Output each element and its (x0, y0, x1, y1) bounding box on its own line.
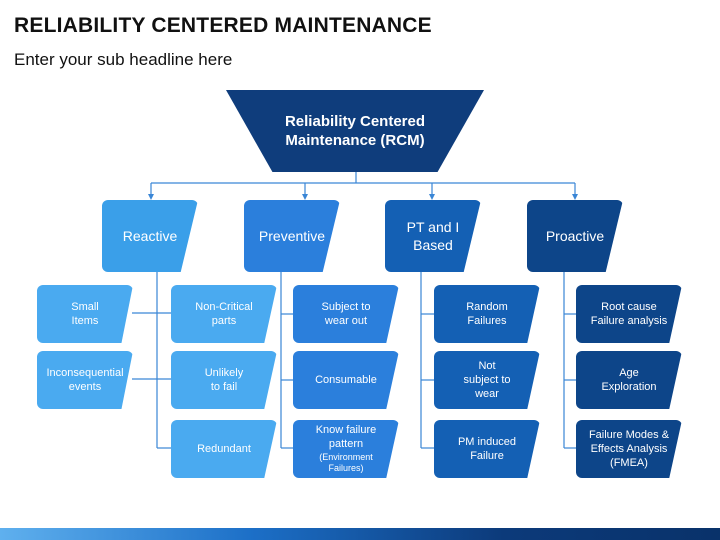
leaf-redundant: Redundant (171, 420, 277, 478)
leaf-know-failure-pattern-label: Know failure pattern (315, 424, 377, 451)
root-node: Reliability Centered Maintenance (RCM) (226, 90, 484, 172)
leaf-unlikely-to-fail: Unlikely to fail (171, 351, 277, 409)
slide-subtitle: Enter your sub headline here (14, 50, 233, 69)
arrowhead-pt-based (429, 194, 435, 200)
leaf-know-failure-pattern: Know failure pattern (Environment Failur… (293, 420, 399, 478)
leaf-age-exploration: Age Exploration (576, 351, 682, 409)
leaf-non-critical-parts: Non-Critical parts (171, 285, 277, 343)
leaf-not-subject-to-wear: Not subject to wear (434, 351, 540, 409)
leaf-fmea: Failure Modes & Effects Analysis (FMEA) (576, 420, 682, 478)
category-proactive: Proactive (527, 200, 623, 272)
leaf-root-cause-failure-analysis: Root cause Failure analysis (576, 285, 682, 343)
category-pt-based: PT and I Based (385, 200, 481, 272)
leaf-pm-induced-failure: PM induced Failure (434, 420, 540, 478)
leaf-subject-to-wear-out: Subject to wear out (293, 285, 399, 343)
leaf-know-failure-pattern-note: (Environment Failures) (319, 451, 373, 474)
leaf-small-items: Small Items (37, 285, 133, 343)
leaf-consumable: Consumable (293, 351, 399, 409)
category-reactive: Reactive (102, 200, 198, 272)
arrowhead-preventive (302, 194, 308, 200)
slide-title: RELIABILITY CENTERED MAINTENANCE (14, 14, 432, 37)
arrowhead-proactive (572, 194, 578, 200)
leaf-inconsequential-events: Inconsequential events (37, 351, 133, 409)
category-preventive: Preventive (244, 200, 340, 272)
arrowhead-reactive (148, 194, 154, 200)
bottom-decorative-band (0, 528, 720, 540)
leaf-random-failures: Random Failures (434, 285, 540, 343)
